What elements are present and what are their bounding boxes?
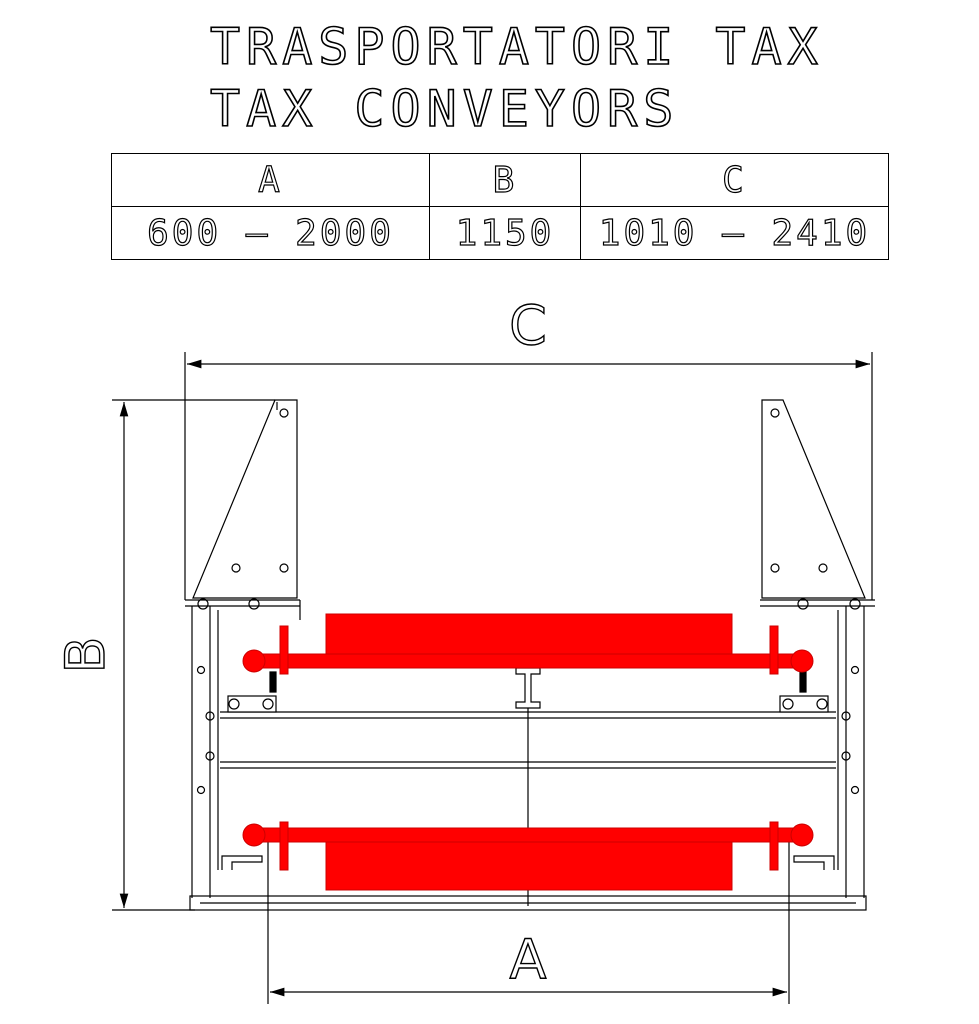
value-a: 600 – 2000: [111, 206, 430, 260]
header-b: B: [429, 153, 581, 207]
title-italian: TRASPORTATORI TAX: [209, 18, 824, 76]
dimensions-table: A B C 600 – 2000 1150 1010 – 2410: [111, 153, 889, 260]
title-english: TAX CONVEYORS: [209, 80, 680, 138]
dimension-c-label: C: [509, 294, 547, 357]
header-c: C: [580, 153, 889, 207]
dimension-a-label: A: [510, 928, 547, 991]
dimension-b: [112, 399, 275, 911]
dimension-a: [267, 840, 790, 1004]
center-beam-icon: [515, 667, 541, 709]
lower-roller: [242, 821, 814, 891]
roller-supports: [227, 671, 829, 713]
conveyor-frame: [189, 606, 867, 911]
dimensions-header-row: A B C: [111, 153, 889, 207]
right-bracket: [760, 399, 875, 610]
value-c: 1010 – 2410: [580, 206, 889, 260]
left-bracket: [185, 399, 301, 620]
dimensions-value-row: 600 – 2000 1150 1010 – 2410: [111, 206, 889, 260]
upper-roller: [242, 613, 814, 675]
dimension-b-label: B: [54, 636, 117, 673]
dimension-c: [184, 352, 873, 600]
